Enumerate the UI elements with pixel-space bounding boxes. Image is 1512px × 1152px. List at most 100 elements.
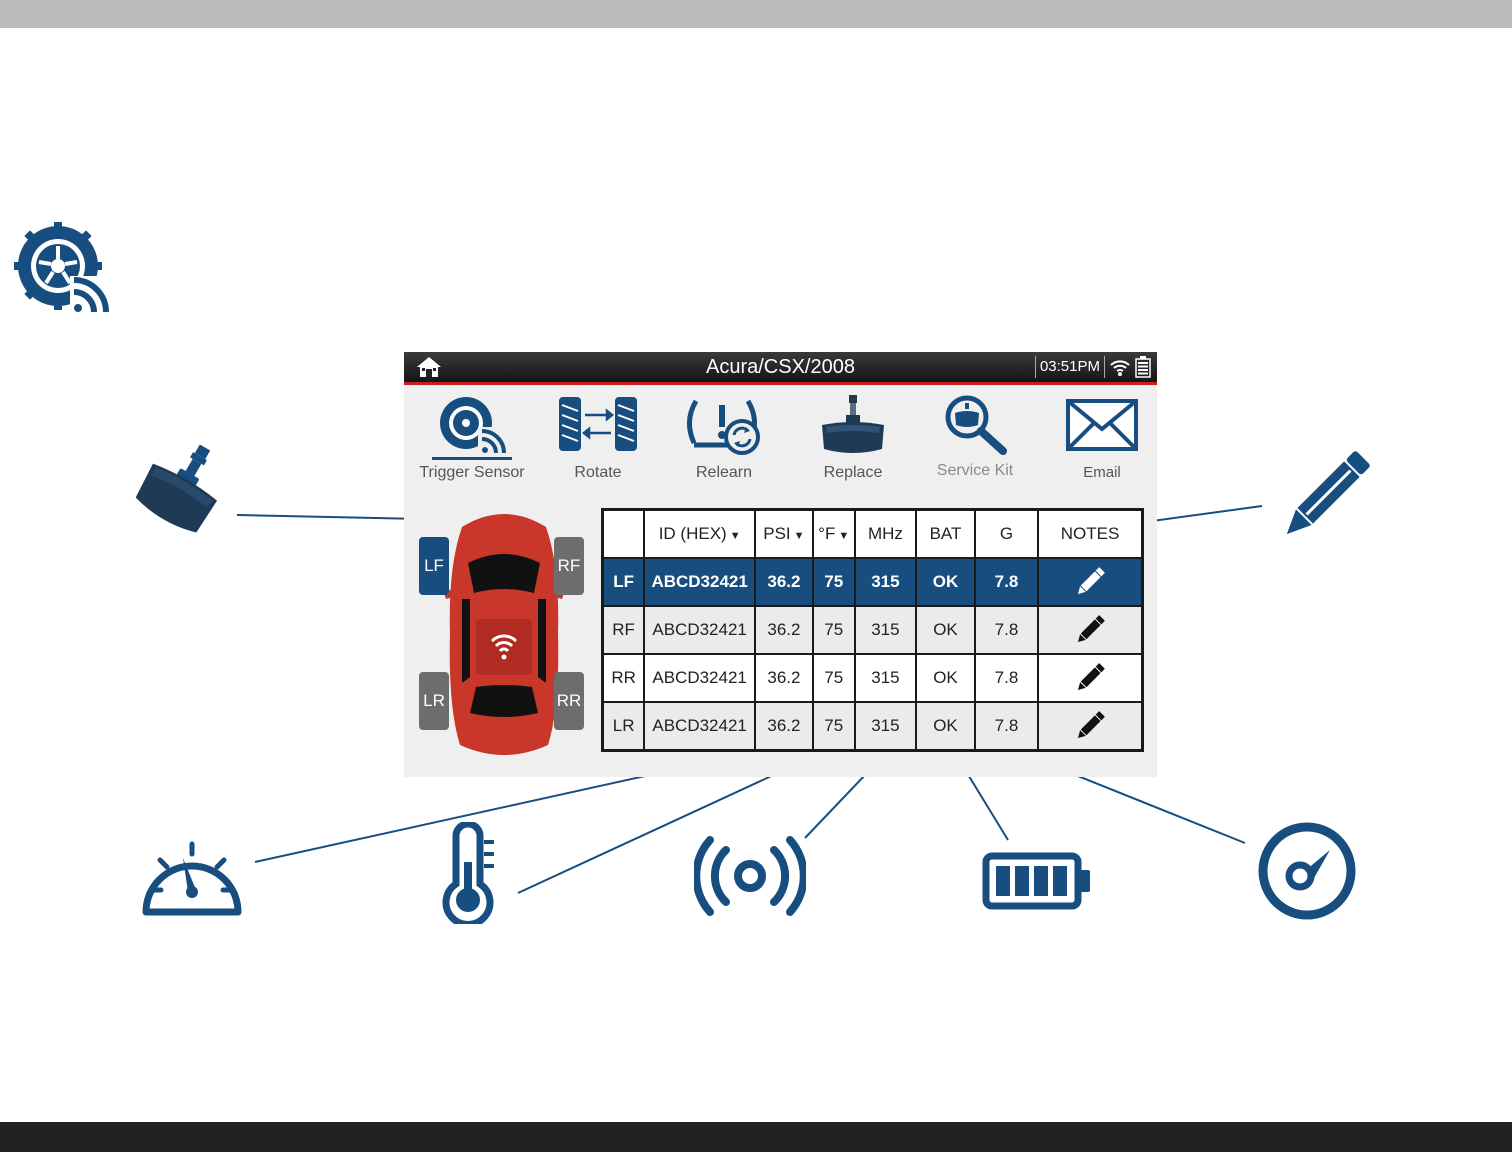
cell-position: RR [601,653,646,703]
tool-label: Relearn [695,464,753,481]
title-bar: Acura/CSX/2008 03:51PM [404,352,1157,385]
tool-label: Rotate [574,464,622,481]
rotate-icon [559,397,637,451]
cell-temperature: 75 [811,653,856,703]
thermometer-icon [442,822,494,924]
tool-label: Email [1083,464,1121,481]
tool-replace[interactable]: Replace [793,393,913,501]
cell-notes [1037,653,1144,703]
replace-sensor-icon [822,395,884,453]
tool-label: Trigger Sensor [419,464,525,481]
cell-notes [1037,557,1144,607]
cell-mhz: 315 [853,557,918,607]
table-row[interactable]: RR ABCD32421 36.2 75 315 OK 7.8 [601,653,1144,703]
cell-battery: OK [915,605,976,655]
cell-id: ABCD32421 [643,605,757,655]
table-row[interactable]: LR ABCD32421 36.2 75 315 OK 7.8 [601,701,1144,752]
cell-id: ABCD32421 [643,701,757,752]
bottom-banner-strip [0,1122,1512,1152]
cell-battery: OK [915,653,976,703]
battery-status-icon [1135,356,1151,378]
top-banner-strip [0,0,1512,28]
header-label: ID (HEX) [658,524,727,543]
edit-note-icon[interactable] [1073,661,1107,695]
relearn-icon [687,399,760,455]
cell-psi: 36.2 [754,701,814,752]
cell-id: ABCD32421 [643,557,757,607]
sort-caret-icon: ▼ [838,530,850,542]
wheel-rf-button[interactable]: RF [554,537,584,595]
sensor-data-table: ID (HEX)▼ PSI▼ °F▼ MHz BAT G NOTES LF AB… [601,508,1144,752]
status-area: 03:51PM [1034,354,1151,380]
cell-notes [1037,701,1144,752]
tool-service-kit[interactable]: Service Kit [915,393,1035,501]
edit-note-icon[interactable] [1073,709,1107,743]
cell-id: ABCD32421 [643,653,757,703]
edit-note-icon[interactable] [1073,565,1107,599]
cell-battery: OK [915,557,976,607]
vehicle-diagram: LF RF LR RR [414,507,594,762]
cell-g: 7.8 [973,701,1040,752]
table-row[interactable]: RF ABCD32421 36.2 75 315 OK 7.8 [601,605,1144,655]
tool-email[interactable]: Email [1042,393,1157,501]
cell-psi: 36.2 [754,605,814,655]
edit-note-icon[interactable] [1073,613,1107,647]
email-icon [1066,399,1138,451]
wheel-lf-button[interactable]: LF [419,537,449,595]
trigger-sensor-icon [440,397,510,455]
cell-position: LR [601,701,646,752]
cell-g: 7.8 [973,605,1040,655]
tire-signal-logo-icon [14,222,114,314]
wheel-lr-button[interactable]: LR [419,672,449,730]
header-label: °F [818,524,836,543]
cell-mhz: 315 [853,653,918,703]
device-screen: Acura/CSX/2008 03:51PM [404,352,1157,777]
header-temperature[interactable]: °F▼ [811,508,856,559]
toolbar: Trigger Sensor Rotate [404,385,1157,503]
pencil-icon [1286,451,1370,535]
vehicle-title: Acura/CSX/2008 [706,356,855,378]
clock: 03:51PM [1034,356,1105,378]
cell-g: 7.8 [973,557,1040,607]
table-header-row: ID (HEX)▼ PSI▼ °F▼ MHz BAT G NOTES [601,508,1144,559]
sort-caret-icon: ▼ [729,530,741,542]
cell-temperature: 75 [811,557,856,607]
cell-psi: 36.2 [754,653,814,703]
header-mhz: MHz [853,508,918,559]
tool-trigger-sensor[interactable]: Trigger Sensor [412,393,532,501]
tpms-sensor-icon [135,444,218,533]
header-g: G [973,508,1040,559]
cell-position: LF [601,557,646,607]
wheel-rr-button[interactable]: RR [554,672,584,730]
g-force-gauge-icon [1258,822,1356,920]
header-label: PSI [763,524,791,543]
cell-temperature: 75 [811,605,856,655]
service-kit-icon [945,395,1007,455]
pressure-gauge-icon [142,841,242,916]
tool-label: Service Kit [936,462,1014,479]
tool-label: Replace [823,464,883,481]
header-psi[interactable]: PSI▼ [754,508,814,559]
tool-relearn[interactable]: Relearn [664,393,784,501]
tool-rotate[interactable]: Rotate [538,393,658,501]
header-notes: NOTES [1037,508,1144,559]
cell-battery: OK [915,701,976,752]
battery-icon [982,852,1090,910]
cell-mhz: 315 [853,605,918,655]
sort-caret-icon: ▼ [793,530,805,542]
car-top-view-icon [444,514,564,755]
header-id-hex[interactable]: ID (HEX)▼ [643,508,757,559]
radio-signal-icon [694,836,806,916]
cell-g: 7.8 [973,653,1040,703]
header-position [601,508,646,559]
table-row[interactable]: LF ABCD32421 36.2 75 315 OK 7.8 [601,557,1144,607]
cell-notes [1037,605,1144,655]
active-tool-indicator [432,457,512,460]
cell-psi: 36.2 [754,557,814,607]
cell-temperature: 75 [811,701,856,752]
wifi-icon [1110,360,1130,376]
home-icon[interactable] [416,355,442,379]
header-battery: BAT [915,508,976,559]
cell-mhz: 315 [853,701,918,752]
cell-position: RF [601,605,646,655]
